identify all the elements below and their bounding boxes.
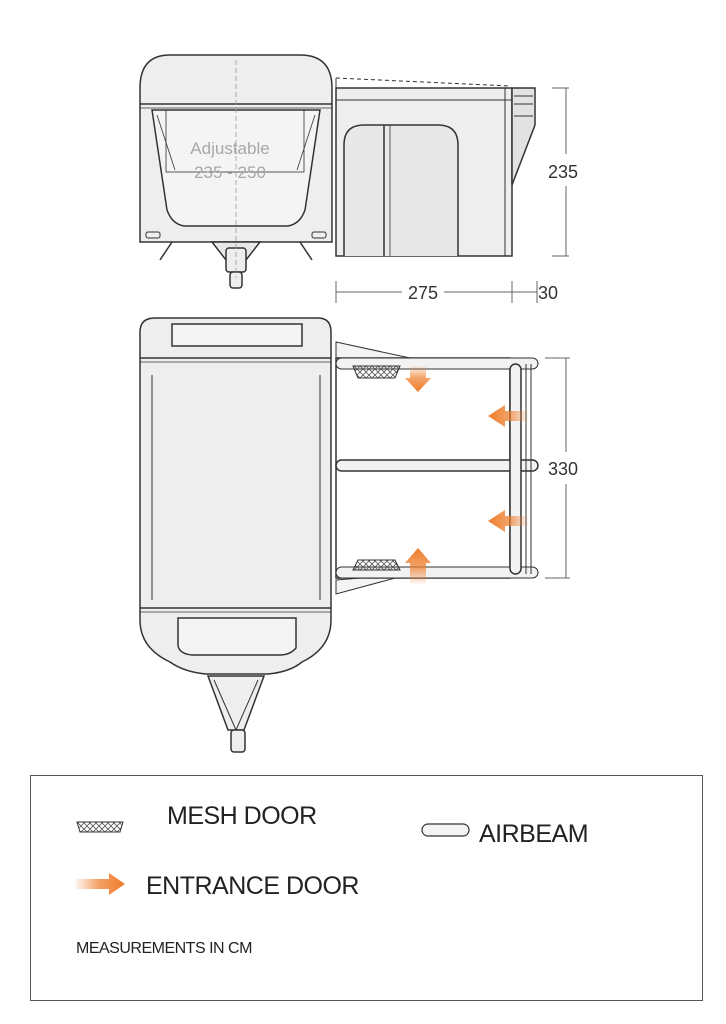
legend-airbeam-label: AIRBEAM <box>479 820 589 848</box>
awning-front-view <box>335 77 536 257</box>
depth-dimension <box>335 281 538 303</box>
awning-top-view <box>335 341 539 595</box>
caravan-width-range: 235 - 250 <box>194 163 266 182</box>
mesh-door-bottom <box>352 559 401 571</box>
entrance-arrow-front-upper <box>488 405 528 427</box>
entrance-arrow-bottom <box>405 548 431 584</box>
mesh-door-top <box>352 365 401 379</box>
entrance-arrow-top <box>405 366 431 392</box>
width-value: 330 <box>548 459 578 479</box>
beam-depth-value: 30 <box>538 283 558 303</box>
legend: MESH DOOR AIRBEAM ENTRANCE DOOR MEASUREM… <box>30 775 703 1001</box>
entrance-arrow-icon <box>75 873 125 895</box>
depth-value: 275 <box>408 283 438 303</box>
width-dimension <box>545 357 570 579</box>
top-view: 330 <box>139 317 578 753</box>
height-dimension <box>552 87 569 257</box>
entrance-arrow-front-lower <box>488 510 528 532</box>
airbeam-icon <box>421 823 470 837</box>
caravan-front-view <box>139 54 333 289</box>
front-view: Adjustable 235 - 250 235 <box>139 54 578 303</box>
height-value: 235 <box>548 162 578 182</box>
caravan-width-label: Adjustable <box>190 139 269 158</box>
legend-mesh-door-label: MESH DOOR <box>167 802 317 830</box>
legend-entrance-door-label: ENTRANCE DOOR <box>146 872 359 900</box>
caravan-top-view <box>139 317 332 753</box>
measurements-note: MEASUREMENTS IN CM <box>76 940 252 957</box>
mesh-door-icon <box>76 821 124 833</box>
